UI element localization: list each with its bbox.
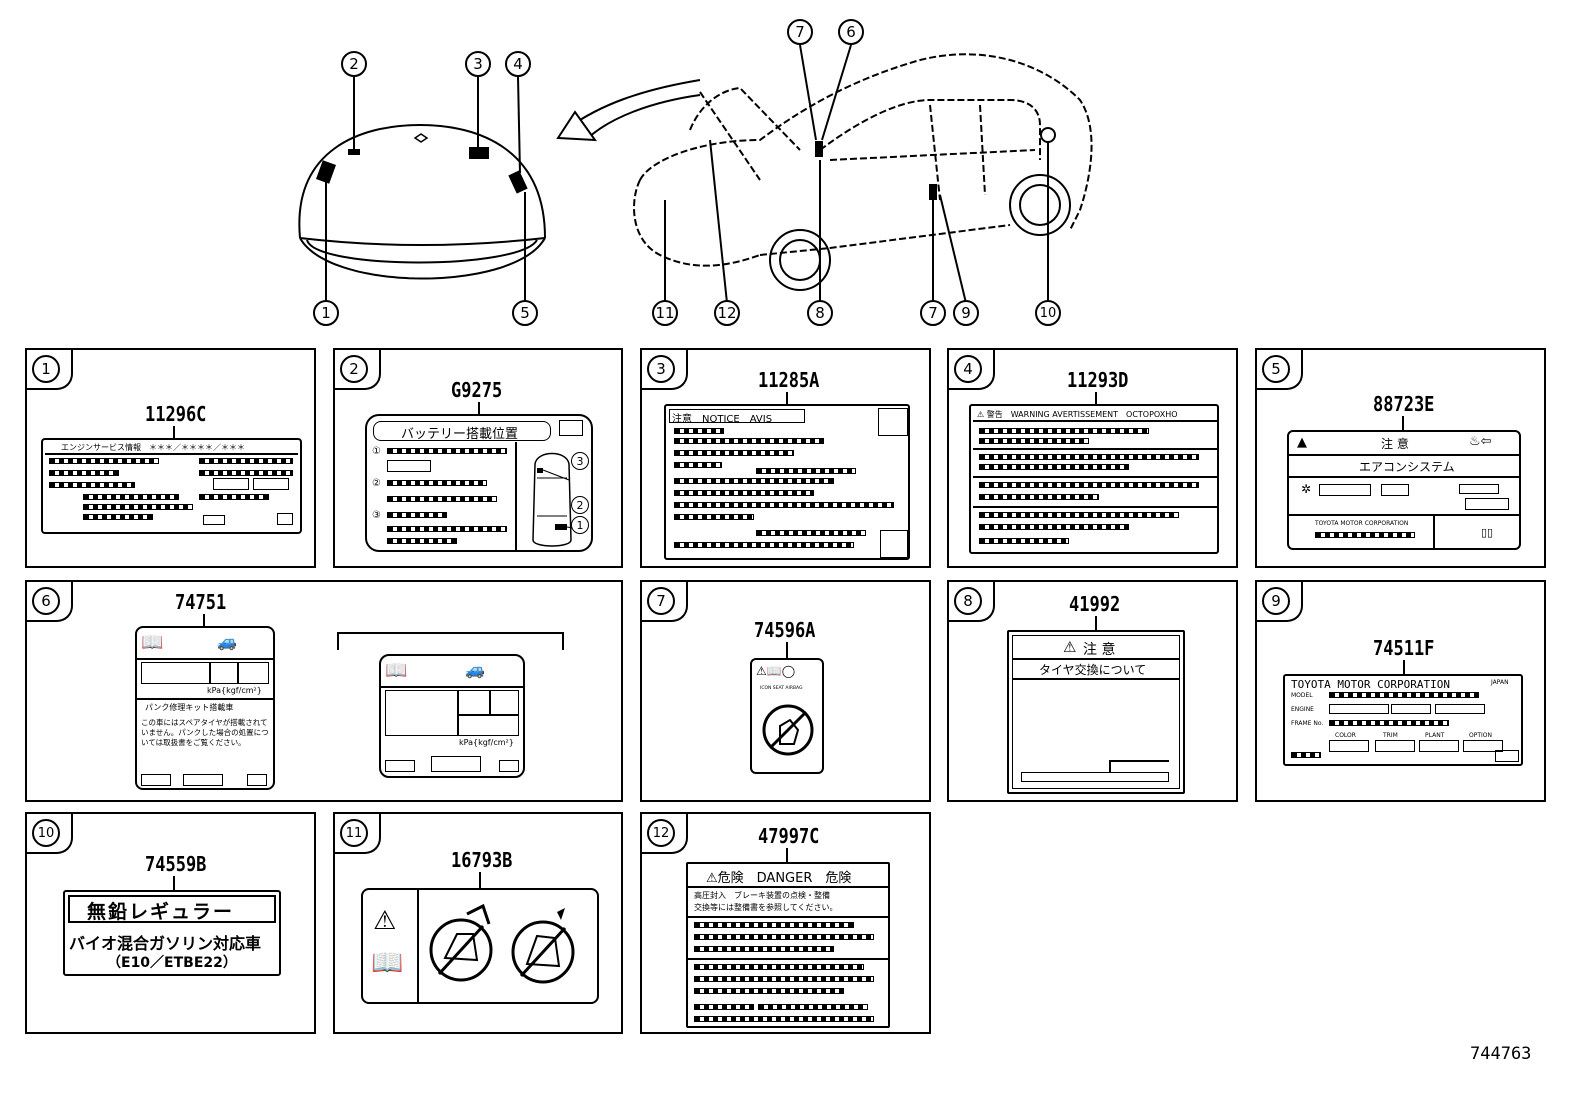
callout-11: 11	[652, 300, 678, 326]
maker-name: TOYOTA MOTOR CORPORATION	[1291, 678, 1450, 691]
vehicle-illustration	[298, 44, 1093, 304]
repair-kit-note: パンク修理キット搭載車	[145, 703, 234, 712]
panel-number: 3	[647, 355, 675, 383]
country: JAPAN	[1491, 679, 1509, 686]
panel-number: 12	[647, 819, 675, 847]
panel-7: 7 74596A ⚠📖◯ ICON SEAT AIRBAG	[640, 580, 931, 802]
label-41992: ⚠ 注 意 タイヤ交換について	[1007, 630, 1185, 794]
callout-7b: 7	[920, 300, 946, 326]
part-number: 74511F	[1373, 636, 1435, 660]
label-header: ⚠ 警告 WARNING AVERTISSEMENT OCTOPOXHO	[977, 410, 1178, 419]
part-number: G9275	[451, 378, 503, 402]
panel-9: 9 74511F TOYOTA MOTOR CORPORATION JAPAN …	[1255, 580, 1546, 802]
diagram-id: 744763	[1470, 1044, 1532, 1064]
airbag-caption: ICON SEAT AIRBAG	[760, 686, 803, 691]
mark-1: 1	[571, 516, 589, 534]
callout-8: 8	[807, 300, 833, 326]
part-number: 41992	[1069, 592, 1121, 616]
mark-2: 2	[571, 496, 589, 514]
callout-1: 1	[313, 300, 339, 326]
panel-1: 1 11296C エンジンサービス情報 ＊＊＊／＊＊＊＊／＊＊＊	[25, 348, 316, 568]
label-header: エンジンサービス情報 ＊＊＊／＊＊＊＊／＊＊＊	[61, 443, 245, 452]
label-11296c: エンジンサービス情報 ＊＊＊／＊＊＊＊／＊＊＊	[41, 438, 302, 534]
callout-6: 6	[838, 19, 864, 45]
bio-fuel: バイオ混合ガソリン対応車	[69, 934, 262, 953]
label-subtitle: エアコンシステム	[1359, 460, 1455, 474]
field-engine: ENGINE	[1291, 706, 1314, 713]
field-frame: FRAME No.	[1291, 720, 1324, 727]
panel-number: 8	[954, 587, 982, 615]
label-11285a: 注意 NOTICE AVIS	[664, 404, 910, 560]
label-title: バッテリー搭載位置	[401, 427, 519, 442]
col-option: OPTION	[1469, 732, 1492, 739]
panel-3: 3 11285A 注意 NOTICE AVIS	[640, 348, 931, 568]
callout-4: 4	[505, 51, 531, 77]
label-74751-b: 📖 🚙 kPa{kgf/cm²}	[379, 654, 525, 778]
panel-number: 5	[1262, 355, 1290, 383]
label-88723e: ▲ 注 意 ♨⇦ エアコンシステム ✲ TOYOTA MOTOR CORPORA…	[1287, 430, 1521, 550]
label-74751-a: 📖 🚙 kPa{kgf/cm²} パンク修理キット搭載車 この車にはスペアタイヤ…	[135, 626, 275, 790]
label-74559b: 無鉛レギュラー バイオ混合ガソリン対応車 （E10／ETBE22）	[63, 890, 281, 976]
part-number: 74596A	[754, 618, 816, 642]
callout-7: 7	[787, 19, 813, 45]
label-74511f: TOYOTA MOTOR CORPORATION JAPAN MODEL ENG…	[1283, 674, 1523, 766]
panel-8: 8 41992 ⚠ 注 意 タイヤ交換について	[947, 580, 1238, 802]
fuel-spec: （E10／ETBE22）	[107, 955, 237, 971]
col-trim: TRIM	[1383, 732, 1398, 739]
label-header: 注意 NOTICE AVIS	[672, 414, 773, 425]
panel-number: 6	[32, 587, 60, 615]
label-subtitle: タイヤ交換について	[1039, 663, 1147, 677]
part-number: 16793B	[451, 848, 513, 872]
panel-number: 11	[340, 819, 368, 847]
panel-number: 10	[32, 819, 60, 847]
label-footer: TOYOTA MOTOR CORPORATION	[1315, 520, 1409, 527]
part-number: 11293D	[1067, 368, 1129, 392]
part-number: 74559B	[145, 852, 207, 876]
callout-2: 2	[341, 51, 367, 77]
part-number: 74751	[175, 590, 227, 614]
panel-2: 2 G9275 バッテリー搭載位置 ① ② ③ 3 2 1	[333, 348, 623, 568]
label-11293d: ⚠ 警告 WARNING AVERTISSEMENT OCTOPOXHO	[969, 404, 1219, 554]
label-header: ⚠危険 DANGER 危険	[706, 871, 852, 886]
fuel-type: 無鉛レギュラー	[87, 901, 235, 923]
panel-number: 9	[1262, 587, 1290, 615]
label-text1: 高圧封入 ブレーキ装置の点検・整備	[694, 891, 830, 900]
panel-4: 4 11293D ⚠ 警告 WARNING AVERTISSEMENT OCTO…	[947, 348, 1238, 568]
part-number: 11296C	[145, 402, 207, 426]
callout-12: 12	[714, 300, 740, 326]
panel-number: 1	[32, 355, 60, 383]
pressure-unit: kPa{kgf/cm²}	[459, 738, 514, 747]
hood-drawing	[298, 123, 546, 280]
part-number: 88723E	[1373, 392, 1435, 416]
panel-number: 2	[340, 355, 368, 383]
callout-9: 9	[953, 300, 979, 326]
part-number: 47997C	[758, 824, 820, 848]
col-color: COLOR	[1335, 732, 1356, 739]
mark-3: 3	[571, 452, 589, 470]
spare-tire-note: この車にはスペアタイヤが搭載されていません。パンクした場合の処置については取扱書…	[141, 718, 269, 747]
part-number: 11285A	[758, 368, 820, 392]
label-16793b: ⚠ 📖	[361, 888, 599, 1004]
car-drawing	[633, 53, 1093, 267]
panel-number: 7	[647, 587, 675, 615]
callout-5: 5	[512, 300, 538, 326]
panel-5: 5 88723E ▲ 注 意 ♨⇦ エアコンシステム ✲ TOYOTA MOTO…	[1255, 348, 1546, 568]
panel-6: 6 74751 📖 🚙 kPa{kgf/cm²} パンク修理キット搭載車 この車…	[25, 580, 623, 802]
panel-12: 12 47997C ⚠危険 DANGER 危険 高圧封入 ブレーキ装置の点検・整…	[640, 812, 931, 1034]
callout-3: 3	[465, 51, 491, 77]
panel-number: 4	[954, 355, 982, 383]
field-model: MODEL	[1291, 692, 1313, 699]
pressure-unit: kPa{kgf/cm²}	[207, 686, 262, 695]
panel-11: 11 16793B ⚠ 📖	[333, 812, 623, 1034]
col-plant: PLANT	[1425, 732, 1445, 739]
label-47997c: ⚠危険 DANGER 危険 高圧封入 ブレーキ装置の点検・整備 交換等には整備書…	[686, 862, 890, 1028]
label-74596a: ⚠📖◯ ICON SEAT AIRBAG	[750, 658, 824, 774]
label-g9275: バッテリー搭載位置 ① ② ③ 3 2 1	[365, 414, 593, 552]
wheels	[769, 174, 1071, 291]
label-title: 注 意	[1083, 642, 1116, 658]
callout-10: 10	[1035, 300, 1061, 326]
label-text2: 交換等には整備書を参照してください。	[694, 903, 838, 912]
label-title: 注 意	[1381, 437, 1409, 451]
panel-10: 10 74559B 無鉛レギュラー バイオ混合ガソリン対応車 （E10／ETBE…	[25, 812, 316, 1034]
